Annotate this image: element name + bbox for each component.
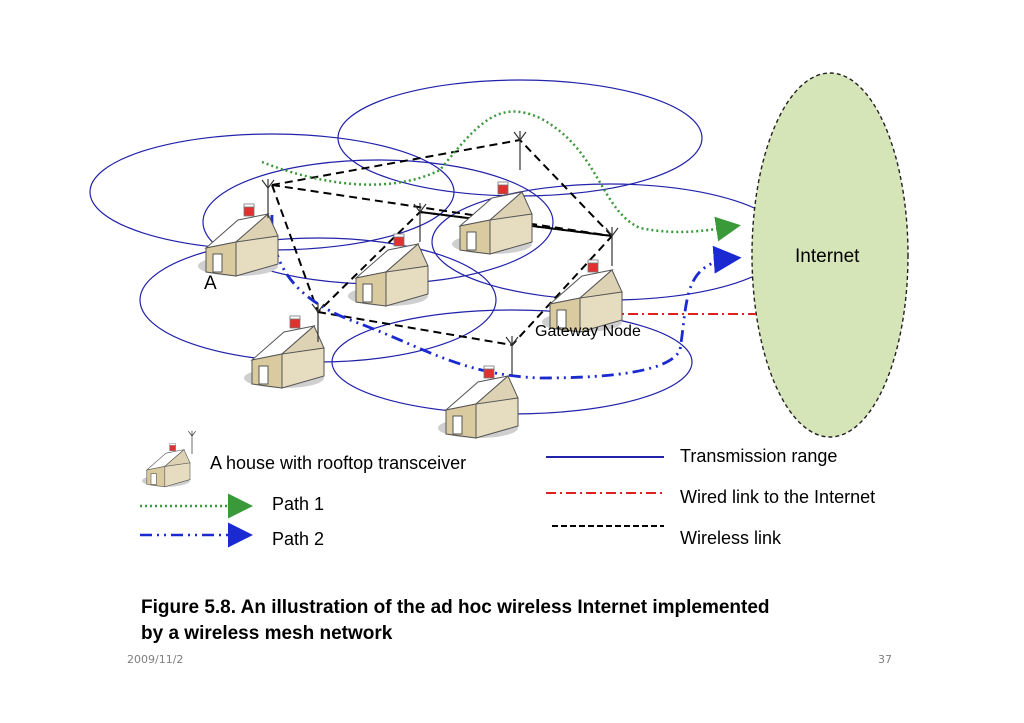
footer-page-number: 37 (878, 653, 892, 666)
legend-antenna-icon (188, 430, 196, 455)
legend-house-label: A house with rooftop transceiver (210, 453, 466, 473)
caption-line-2: by a wireless mesh network (141, 623, 393, 644)
antenna-center-icon (413, 202, 427, 243)
caption-line-1: Figure 5.8. An illustration of the ad ho… (141, 597, 770, 618)
legend-path1-label: Path 1 (272, 494, 324, 514)
internet-label: Internet (795, 246, 860, 267)
legend-wired-label: Wired link to the Internet (680, 487, 875, 507)
legend-transmission-label: Transmission range (680, 446, 837, 466)
legend-path2-label: Path 2 (272, 529, 324, 549)
footer-date: 2009/11/2 (127, 653, 184, 666)
figure-caption: Figure 5.8. An illustration of the ad ho… (141, 595, 901, 647)
legend-wireless-label: Wireless link (680, 528, 782, 548)
path2-route (270, 214, 742, 380)
legend: A house with rooftop transceiver Path 1 … (140, 430, 875, 549)
antenna-top-icon (513, 130, 527, 171)
node-a-label: A (204, 273, 217, 294)
house-gateway-icon (541, 259, 623, 333)
house-left-icon (243, 315, 325, 389)
legend-house-icon (141, 443, 191, 488)
house-center-icon (347, 233, 429, 307)
internet-ellipse (751, 72, 909, 438)
path1-route (261, 110, 741, 242)
gateway-label: Gateway Node (535, 323, 641, 340)
house-bottom-icon (437, 365, 519, 439)
